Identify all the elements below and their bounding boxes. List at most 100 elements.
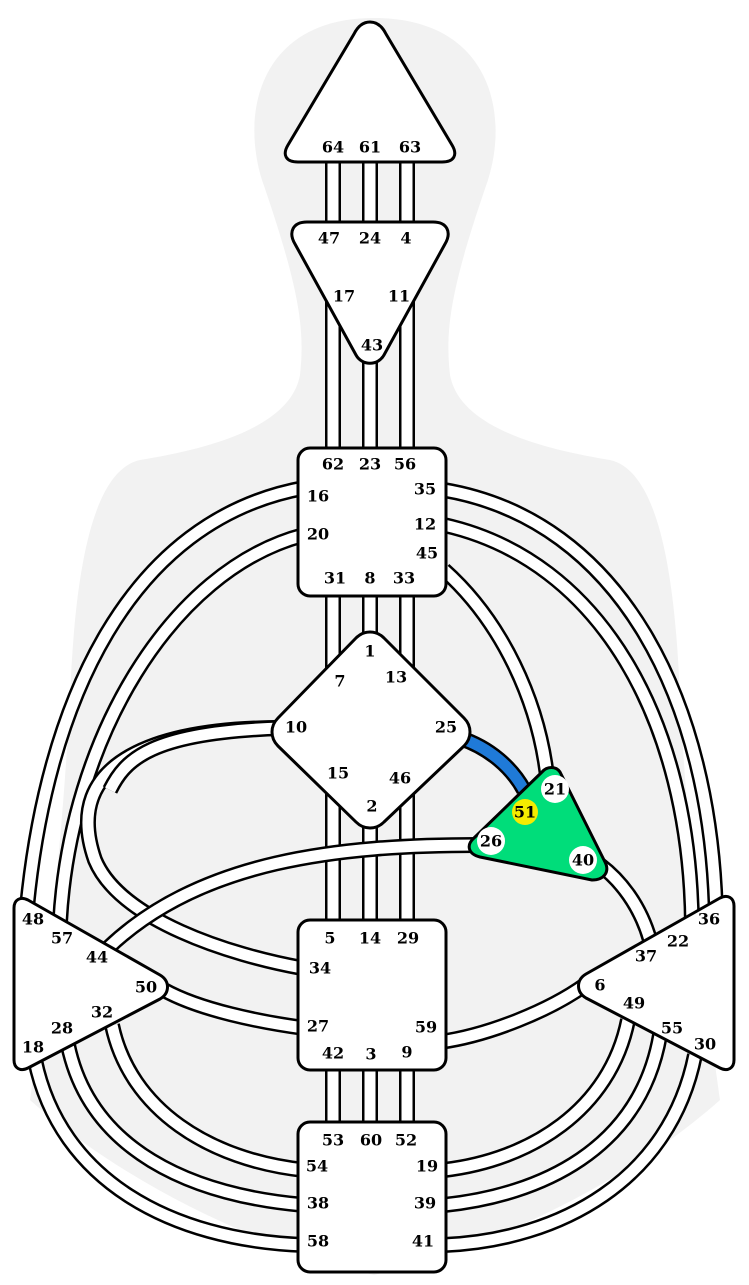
gate-62[interactable]: 62 [322,455,344,474]
gate-30[interactable]: 30 [694,1035,716,1054]
channel-12-22-fill [442,519,698,926]
head-center[interactable] [283,20,457,164]
channel-50-27 [160,982,306,1036]
gate-2[interactable]: 2 [366,797,377,816]
gate-56[interactable]: 56 [394,455,416,474]
gate-40-circle [569,846,597,874]
gate-9[interactable]: 9 [401,1043,412,1062]
channel-59-6 [438,978,590,1050]
gate-38[interactable]: 38 [307,1194,329,1213]
gate-19-label: 19 [416,1157,438,1176]
gate-6-label: 6 [594,976,605,995]
gate-44[interactable]: 44 [86,948,108,967]
channel-28-38-fill [62,1043,305,1211]
gate-18[interactable]: 18 [22,1038,44,1057]
gate-10[interactable]: 10 [285,718,307,737]
gate-22[interactable]: 22 [667,932,689,951]
gate-37-label: 37 [635,947,657,966]
gate-32[interactable]: 32 [91,1003,113,1022]
gate-2-label: 2 [366,797,377,816]
gate-63[interactable]: 63 [399,138,421,157]
gate-60[interactable]: 60 [360,1131,382,1150]
g-center[interactable] [270,630,472,830]
spleen-center[interactable] [12,896,169,1072]
gate-57[interactable]: 57 [51,929,73,948]
gate-46-label: 46 [389,769,411,788]
gate-27[interactable]: 27 [307,1017,329,1036]
gate-15[interactable]: 15 [327,764,349,783]
gate-29[interactable]: 29 [397,929,419,948]
gate-1[interactable]: 1 [364,642,375,661]
channel-12-22 [442,517,700,926]
gate-14[interactable]: 14 [359,929,381,948]
gate-63-label: 63 [399,138,421,157]
gate-26[interactable]: 26 [477,827,505,855]
gate-50[interactable]: 50 [135,978,157,997]
gate-64[interactable]: 64 [322,138,344,157]
sacral-center[interactable] [296,918,448,1072]
gate-12[interactable]: 12 [414,515,436,534]
gate-6[interactable]: 6 [594,976,605,995]
gate-27-label: 27 [307,1017,329,1036]
gate-54[interactable]: 54 [306,1157,328,1176]
gate-21-circle [541,775,569,803]
channels-layer [18,160,724,1253]
gate-36[interactable]: 36 [698,910,720,929]
gate-33[interactable]: 33 [393,569,415,588]
solar-plexus-center[interactable] [577,894,736,1072]
gate-23-label: 23 [359,455,381,474]
gate-51-circle [512,799,538,825]
gate-39[interactable]: 39 [414,1194,436,1213]
gate-58[interactable]: 58 [307,1232,329,1251]
root-center[interactable] [296,1120,448,1274]
gate-17[interactable]: 17 [333,287,355,306]
gate-47[interactable]: 47 [318,229,340,248]
gate-15-label: 15 [327,764,349,783]
gate-48[interactable]: 48 [22,910,44,929]
gate-23[interactable]: 23 [359,455,381,474]
gate-52-label: 52 [395,1131,417,1150]
gate-29-label: 29 [397,929,419,948]
gate-55[interactable]: 55 [661,1019,683,1038]
gate-53[interactable]: 53 [322,1131,344,1150]
gate-4[interactable]: 4 [400,229,411,248]
gate-20[interactable]: 20 [307,525,329,544]
gate-52[interactable]: 52 [395,1131,417,1150]
gate-28[interactable]: 28 [51,1019,73,1038]
gate-45[interactable]: 45 [416,544,438,563]
channel-20-57 [52,527,307,923]
gate-21[interactable]: 21 [541,775,569,803]
gate-13[interactable]: 13 [385,668,407,687]
gate-34[interactable]: 34 [309,959,331,978]
ajna-center[interactable] [290,220,450,365]
gate-7-label: 7 [334,672,345,691]
gate-24[interactable]: 24 [359,229,381,248]
gate-64-label: 64 [322,138,344,157]
gate-41[interactable]: 41 [412,1232,434,1251]
gate-35[interactable]: 35 [414,480,436,499]
gate-25[interactable]: 25 [435,718,457,737]
gate-31[interactable]: 31 [324,569,346,588]
gate-25-label: 25 [435,718,457,737]
channel-10-57 [102,720,283,794]
gate-51[interactable]: 51 [512,799,538,825]
gate-11[interactable]: 11 [388,287,410,306]
gate-40[interactable]: 40 [569,846,597,874]
gate-43[interactable]: 43 [361,336,383,355]
gate-49[interactable]: 49 [623,994,645,1013]
gate-3[interactable]: 3 [365,1045,376,1064]
gate-59[interactable]: 59 [415,1018,437,1037]
gate-37[interactable]: 37 [635,947,657,966]
gate-42[interactable]: 42 [322,1044,344,1063]
gate-16[interactable]: 16 [307,487,329,506]
gate-5[interactable]: 5 [324,929,335,948]
gate-61[interactable]: 61 [359,138,381,157]
gate-46[interactable]: 46 [389,769,411,788]
channel-32-54-fill [106,1023,305,1176]
gate-19[interactable]: 19 [416,1157,438,1176]
gate-8[interactable]: 8 [364,569,375,588]
throat-center[interactable] [296,446,448,598]
gate-7[interactable]: 7 [334,672,345,691]
